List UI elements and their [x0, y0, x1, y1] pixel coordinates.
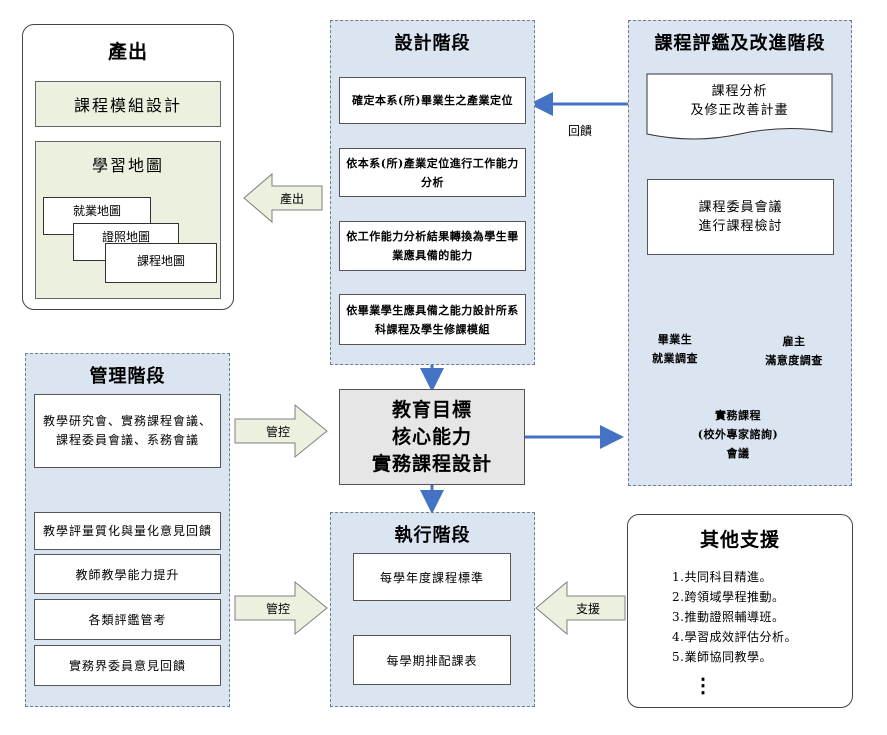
control-arrow-label-2: 管控 — [265, 601, 290, 616]
employer-survey-label: 雇主 滿意度調查 — [765, 335, 823, 367]
execution-panel: 執行階段 每學年度課程標準 每學期排配課表 — [330, 512, 535, 707]
support-arrow-label: 支援 — [575, 601, 600, 616]
center-goals-box: 教育目標 核心能力 實務課程設計 — [339, 389, 525, 485]
design-step-1: 確定本系(所)畢業生之產業定位 — [339, 77, 526, 124]
output-arrow-label: 產出 — [279, 191, 304, 206]
control-arrow-label-1: 管控 — [265, 424, 290, 439]
management-item-teaching-evaluation: 教學評量質化與量化意見回饋 — [34, 512, 221, 550]
analysis-box-text: 課程分析 及修正改善計畫 — [690, 84, 789, 118]
support-item-5: 5.業師協同教學。 — [672, 650, 772, 664]
execution-item-semester-schedule: 每學期排配課表 — [353, 635, 511, 685]
committee-box: 課程委員會議 進行課程檢討 — [647, 179, 834, 255]
center-line-1: 教育目標 — [391, 398, 472, 421]
center-line-3: 實務課程設計 — [371, 452, 492, 475]
design-title: 設計階段 — [394, 33, 471, 54]
management-item-industry-feedback: 實務界委員意見回饋 — [34, 645, 221, 686]
output-panel: 產出 課程模組設計 學習地圖 就業地圖 證照地圖 課程地圖 — [22, 24, 234, 310]
center-line-2: 核心能力 — [391, 425, 472, 448]
support-title: 其他支援 — [699, 528, 780, 551]
support-item-1: 1.共同科目精進。 — [672, 570, 772, 584]
evaluation-title: 課程評鑑及改進階段 — [654, 33, 826, 54]
management-item-evaluation-control: 各類評鑑管考 — [34, 599, 221, 640]
management-panel: 管理階段 教學研究會、實務課程會議、課程委員會議、系務會議 教學評量質化與量化意… — [25, 353, 230, 707]
management-item-teacher-ability: 教師教學能力提升 — [34, 554, 221, 594]
module-design-box: 課程模組設計 — [35, 81, 221, 127]
practice-meeting-label: 實務課程 (校外專家諮詢) 會議 — [697, 408, 779, 460]
block-arrow-support — [535, 580, 626, 636]
execution-title: 執行階段 — [394, 525, 471, 546]
execution-item-annual-standard: 每學年度課程標準 — [353, 553, 511, 601]
design-step-2: 依本系(所)產業定位進行工作能力分析 — [339, 148, 526, 197]
management-item-meetings: 教學研究會、實務課程會議、課程委員會議、系務會議 — [34, 394, 221, 468]
learning-map-title: 學習地圖 — [91, 156, 164, 175]
support-item-4: 4.學習成效評估分析。 — [672, 630, 797, 644]
management-title: 管理階段 — [89, 366, 166, 387]
course-map-doc: 課程地圖 — [105, 243, 217, 283]
output-title: 產出 — [107, 40, 148, 63]
design-panel: 設計階段 確定本系(所)畢業生之產業定位 依本系(所)產業定位進行工作能力分析 … — [330, 20, 535, 365]
support-item-3: 3.推動證照輔導班。 — [672, 610, 785, 624]
support-ellipsis: ⋮ — [693, 673, 713, 697]
support-list: 1.共同科目精進。 2.跨領域學程推動。 3.推動證照輔導班。 4.學習成效評估… — [672, 567, 850, 667]
block-arrow-control-1 — [234, 403, 328, 459]
support-panel: 其他支援 1.共同科目精進。 2.跨領域學程推動。 3.推動證照輔導班。 4.學… — [627, 514, 853, 708]
block-arrow-output — [243, 172, 323, 224]
design-step-4: 依畢業學生應具備之能力設計所系科課程及學生修課模組 — [339, 294, 526, 345]
feedback-label: 回饋 — [567, 123, 592, 138]
design-step-3: 依工作能力分析結果轉換為學生畢業應具備的能力 — [339, 221, 526, 271]
graduate-survey-label: 畢業生 就業調查 — [652, 333, 698, 365]
support-item-2: 2.跨領域學程推動。 — [672, 590, 785, 604]
block-arrow-control-2 — [234, 580, 328, 636]
